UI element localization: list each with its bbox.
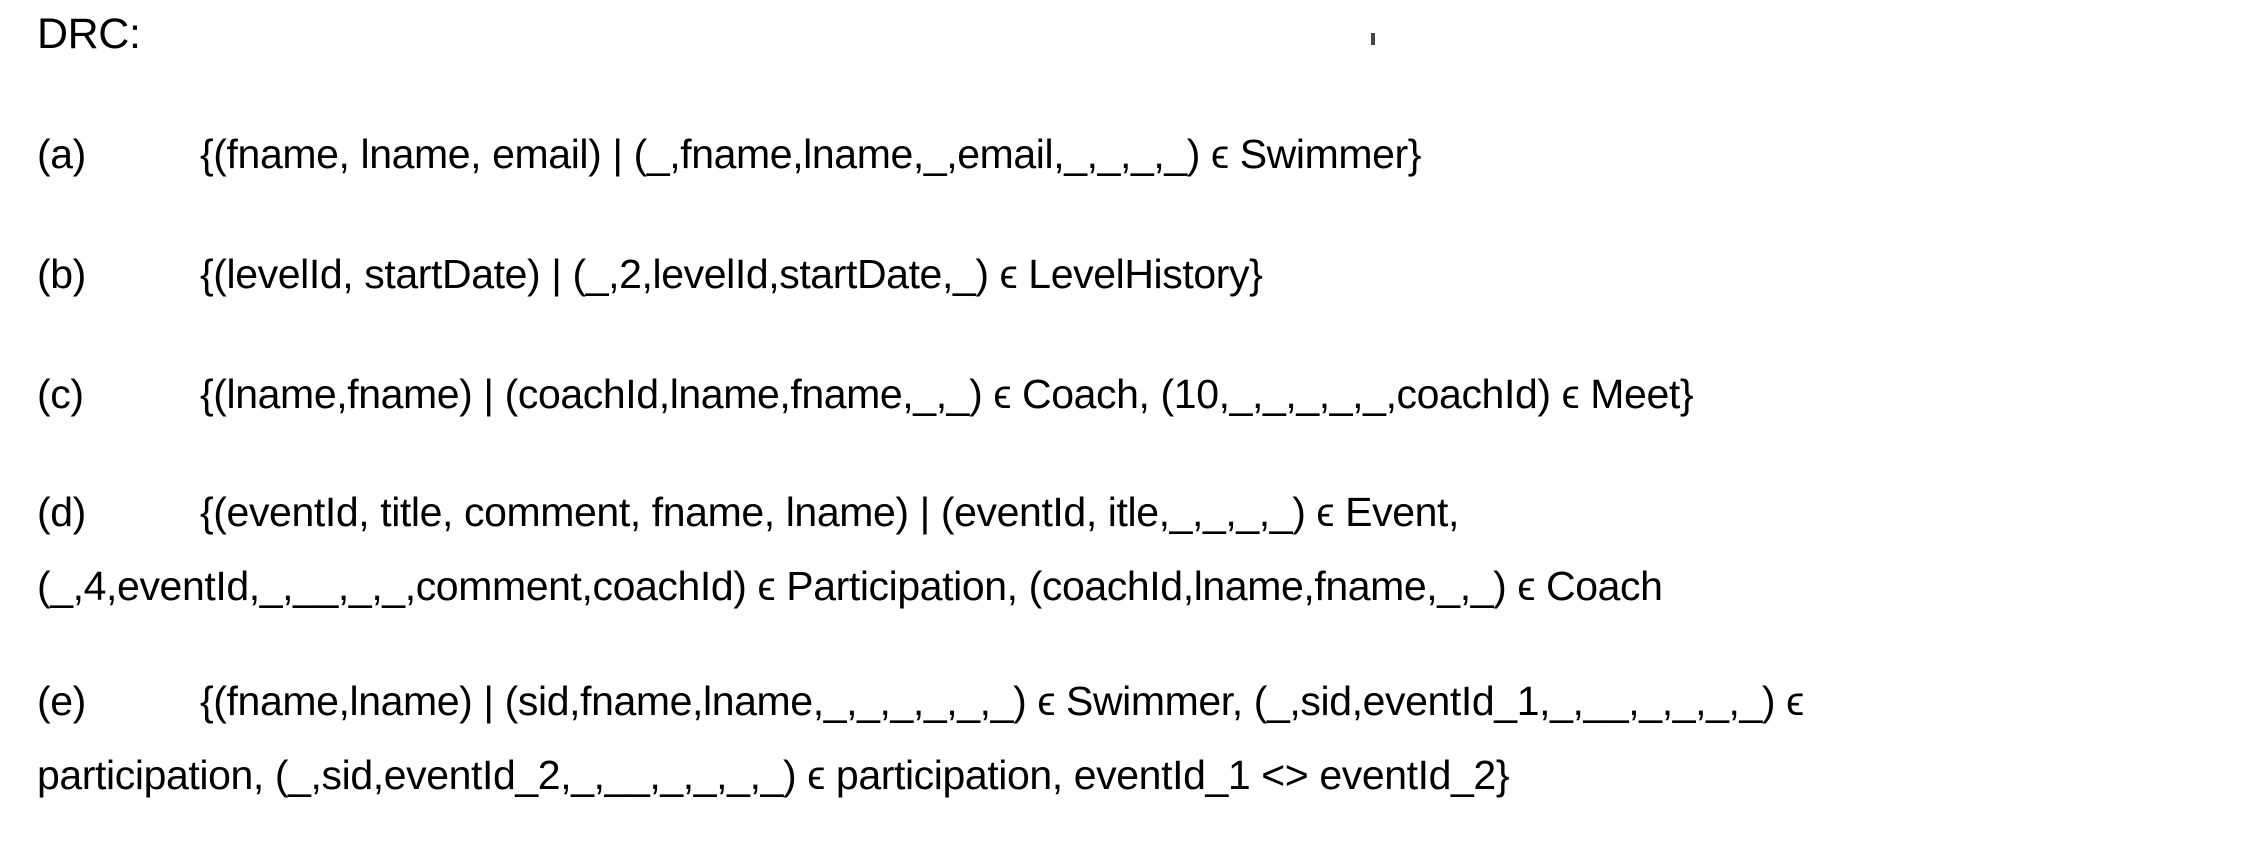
item-a-label: (a) bbox=[37, 131, 86, 177]
drc-item-a: (a) {(fname, lname, email) | (_,fname,lna… bbox=[37, 131, 1421, 178]
item-c-expression: {(lname,fname) | (coachId,lname,fname,_,… bbox=[200, 371, 1694, 417]
item-e-label: (e) bbox=[37, 678, 86, 724]
drc-item-d: (d) {(eventId, title, comment, fname, lna… bbox=[37, 489, 1459, 536]
page-title: DRC: bbox=[37, 10, 141, 58]
item-d-expression-line2: (_,4,eventId,_,__,_,_,comment,coachId) ϵ… bbox=[37, 563, 1663, 609]
item-e-expression-line1: {(fname,lname) | (sid,fname,lname,_,_,_,… bbox=[200, 678, 1804, 724]
item-e-expression-line2: participation, (_,sid,eventId_2,_,__,_,_… bbox=[37, 752, 1510, 798]
drc-item-b: (b) {(levelId, startDate) | (_,2,levelId,… bbox=[37, 251, 1263, 298]
item-c-label: (c) bbox=[37, 371, 84, 417]
item-d-label: (d) bbox=[37, 489, 86, 535]
drc-item-e: (e) {(fname,lname) | (sid,fname,lname,_,_… bbox=[37, 678, 1804, 725]
cursor-artifact-mark bbox=[1371, 33, 1375, 45]
drc-item-c: (c) {(lname,fname) | (coachId,lname,fname… bbox=[37, 371, 1694, 418]
item-b-expression: {(levelId, startDate) | (_,2,levelId,sta… bbox=[200, 251, 1263, 297]
item-a-expression: {(fname, lname, email) | (_,fname,lname,… bbox=[200, 131, 1422, 177]
item-b-label: (b) bbox=[37, 251, 86, 297]
item-d-expression-line1: {(eventId, title, comment, fname, lname)… bbox=[200, 489, 1459, 535]
